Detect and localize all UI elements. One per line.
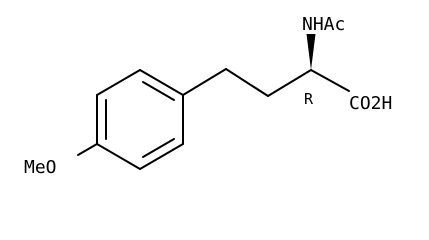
stereo-descriptor-label: R [304,90,314,108]
ring-inner-double-2 [142,138,175,158]
methoxy-oxygen-bond [77,143,98,156]
ring-bond-1 [139,69,184,96]
side-chain [77,68,350,156]
ring-bond-3 [139,143,184,170]
chemical-structure-canvas: NHAc R CO2H MeO [24,14,393,178]
carboxylic-acid-label: CO2H [349,93,392,114]
acetamido-label: NHAc [302,14,345,35]
ring-inner-double-1 [142,81,175,101]
ch2-to-alpha-carbon-bond [267,69,312,97]
aryl-to-ch2-bond [182,68,227,96]
ch2-to-ch2-bond [225,68,269,97]
stereo-wedge-bond [306,34,316,70]
molecule-diagram: NHAc R CO2H MeO [24,14,392,178]
alpha-carbon-to-carboxyl-bond [310,69,350,92]
ring-bond-6 [96,69,141,96]
benzene-ring [96,69,184,170]
ring-bond-4 [96,143,141,170]
methoxy-label: MeO [24,157,57,178]
